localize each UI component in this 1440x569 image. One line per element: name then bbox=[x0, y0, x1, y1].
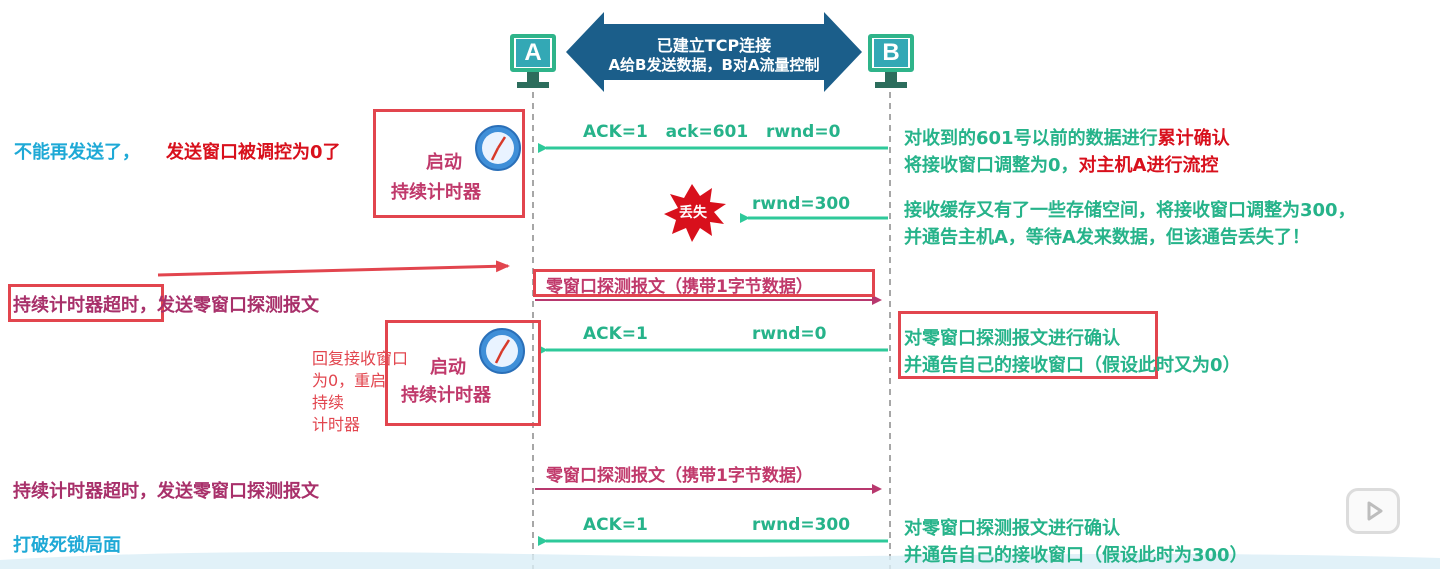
lost-badge-text: 丢失 bbox=[679, 205, 707, 221]
header-line2: A给B发送数据，B对A流量控制 bbox=[608, 56, 820, 74]
handwritten-note-line: 持续 bbox=[312, 393, 345, 412]
header-line1: 已建立TCP连接 bbox=[656, 36, 772, 55]
msg-label-rwnd-right: rwnd=0 bbox=[752, 324, 827, 344]
cannot-send-text-1: 不能再发送了， bbox=[14, 142, 140, 163]
msg-label-rwnd-right: rwnd=300 bbox=[752, 515, 851, 535]
timeout-label-box bbox=[8, 284, 164, 322]
timer-box-2 bbox=[385, 320, 541, 426]
host-b-base bbox=[875, 82, 907, 88]
host-b-icon: B bbox=[868, 34, 914, 72]
right-text-m3-line1: 对零窗口探测报文进行确认 bbox=[904, 328, 1120, 349]
right-text-m1-line1: 对收到的601号以前的数据进行累计确认 bbox=[904, 124, 1230, 150]
right-text-m3-line2: 并通告自己的接收窗口（假设此时又为0） bbox=[904, 355, 1241, 376]
right-text-m4-line1: 对零窗口探测报文进行确认 bbox=[904, 518, 1120, 539]
host-a-base bbox=[517, 82, 549, 88]
timeout-send-text-2: 持续计时器超时，发送零窗口探测报文 bbox=[13, 481, 319, 502]
timer-box-1 bbox=[373, 109, 525, 218]
msg-label-ack601: ACK=1 ack=601 rwnd=0 bbox=[583, 122, 841, 142]
right-text-span: 将接收窗口调整为0， bbox=[904, 155, 1079, 176]
handwritten-note-line: 计时器 bbox=[312, 415, 361, 434]
break-deadlock-text: 打破死锁局面 bbox=[13, 535, 121, 556]
burst-icon bbox=[664, 184, 726, 242]
play-icon bbox=[1367, 501, 1383, 521]
right-text-span-highlight: 累计确认 bbox=[1157, 128, 1230, 149]
timer-label-name: 持续计时器 bbox=[391, 182, 481, 203]
cannot-send-text-2: 发送窗口被调控为0了 bbox=[166, 142, 341, 163]
host-a-icon: A bbox=[510, 34, 556, 72]
right-text-span: 对收到的601号以前的数据进行 bbox=[904, 128, 1158, 149]
host-b-stand bbox=[885, 72, 897, 82]
handwritten-note-line: 为0，重启 bbox=[312, 371, 387, 390]
annotation-red-arrow bbox=[157, 260, 510, 277]
msg-label-probe-2: 零窗口探测报文（携带1字节数据） bbox=[546, 466, 813, 486]
msg-label-ack-left: ACK=1 bbox=[583, 324, 648, 344]
right-text-m1-line2: 将接收窗口调整为0，对主机A进行流控 bbox=[904, 151, 1218, 177]
timer-label-start: 启动 bbox=[426, 152, 462, 173]
right-text-m4-line2: 并通告自己的接收窗口（假设此时为300） bbox=[904, 545, 1248, 566]
right-text-span-highlight: 对主机A进行流控 bbox=[1078, 155, 1219, 176]
handwritten-note-line: 回复接收窗口 bbox=[312, 349, 409, 368]
timer-label-start: 启动 bbox=[430, 357, 466, 378]
timeout-send-text-1: 持续计时器超时，发送零窗口探测报文 bbox=[13, 295, 319, 316]
clock-icon bbox=[479, 328, 525, 374]
msg-label-rwnd300-lost: rwnd=300 bbox=[752, 194, 851, 214]
timer-label-name: 持续计时器 bbox=[401, 385, 491, 406]
bottom-wave bbox=[0, 552, 1440, 569]
clock-icon bbox=[475, 125, 521, 171]
msg-label-probe-1: 零窗口探测报文（携带1字节数据） bbox=[546, 277, 813, 297]
right-text-m2-line1: 接收缓存又有了一些存储空间，将接收窗口调整为300， bbox=[904, 200, 1356, 221]
probe-label-box bbox=[533, 269, 875, 297]
play-button[interactable] bbox=[1346, 488, 1400, 534]
handwritten-note: 回复接收窗口 为0，重启 持续 计时器 bbox=[312, 348, 408, 436]
right-text-m2-line2: 并通告主机A，等待A发来数据，但该通告丢失了！ bbox=[904, 227, 1310, 248]
header-double-arrow bbox=[566, 12, 862, 92]
ack-label-box bbox=[898, 311, 1158, 379]
host-a-stand bbox=[527, 72, 539, 82]
msg-label-ack-left: ACK=1 bbox=[583, 515, 648, 535]
